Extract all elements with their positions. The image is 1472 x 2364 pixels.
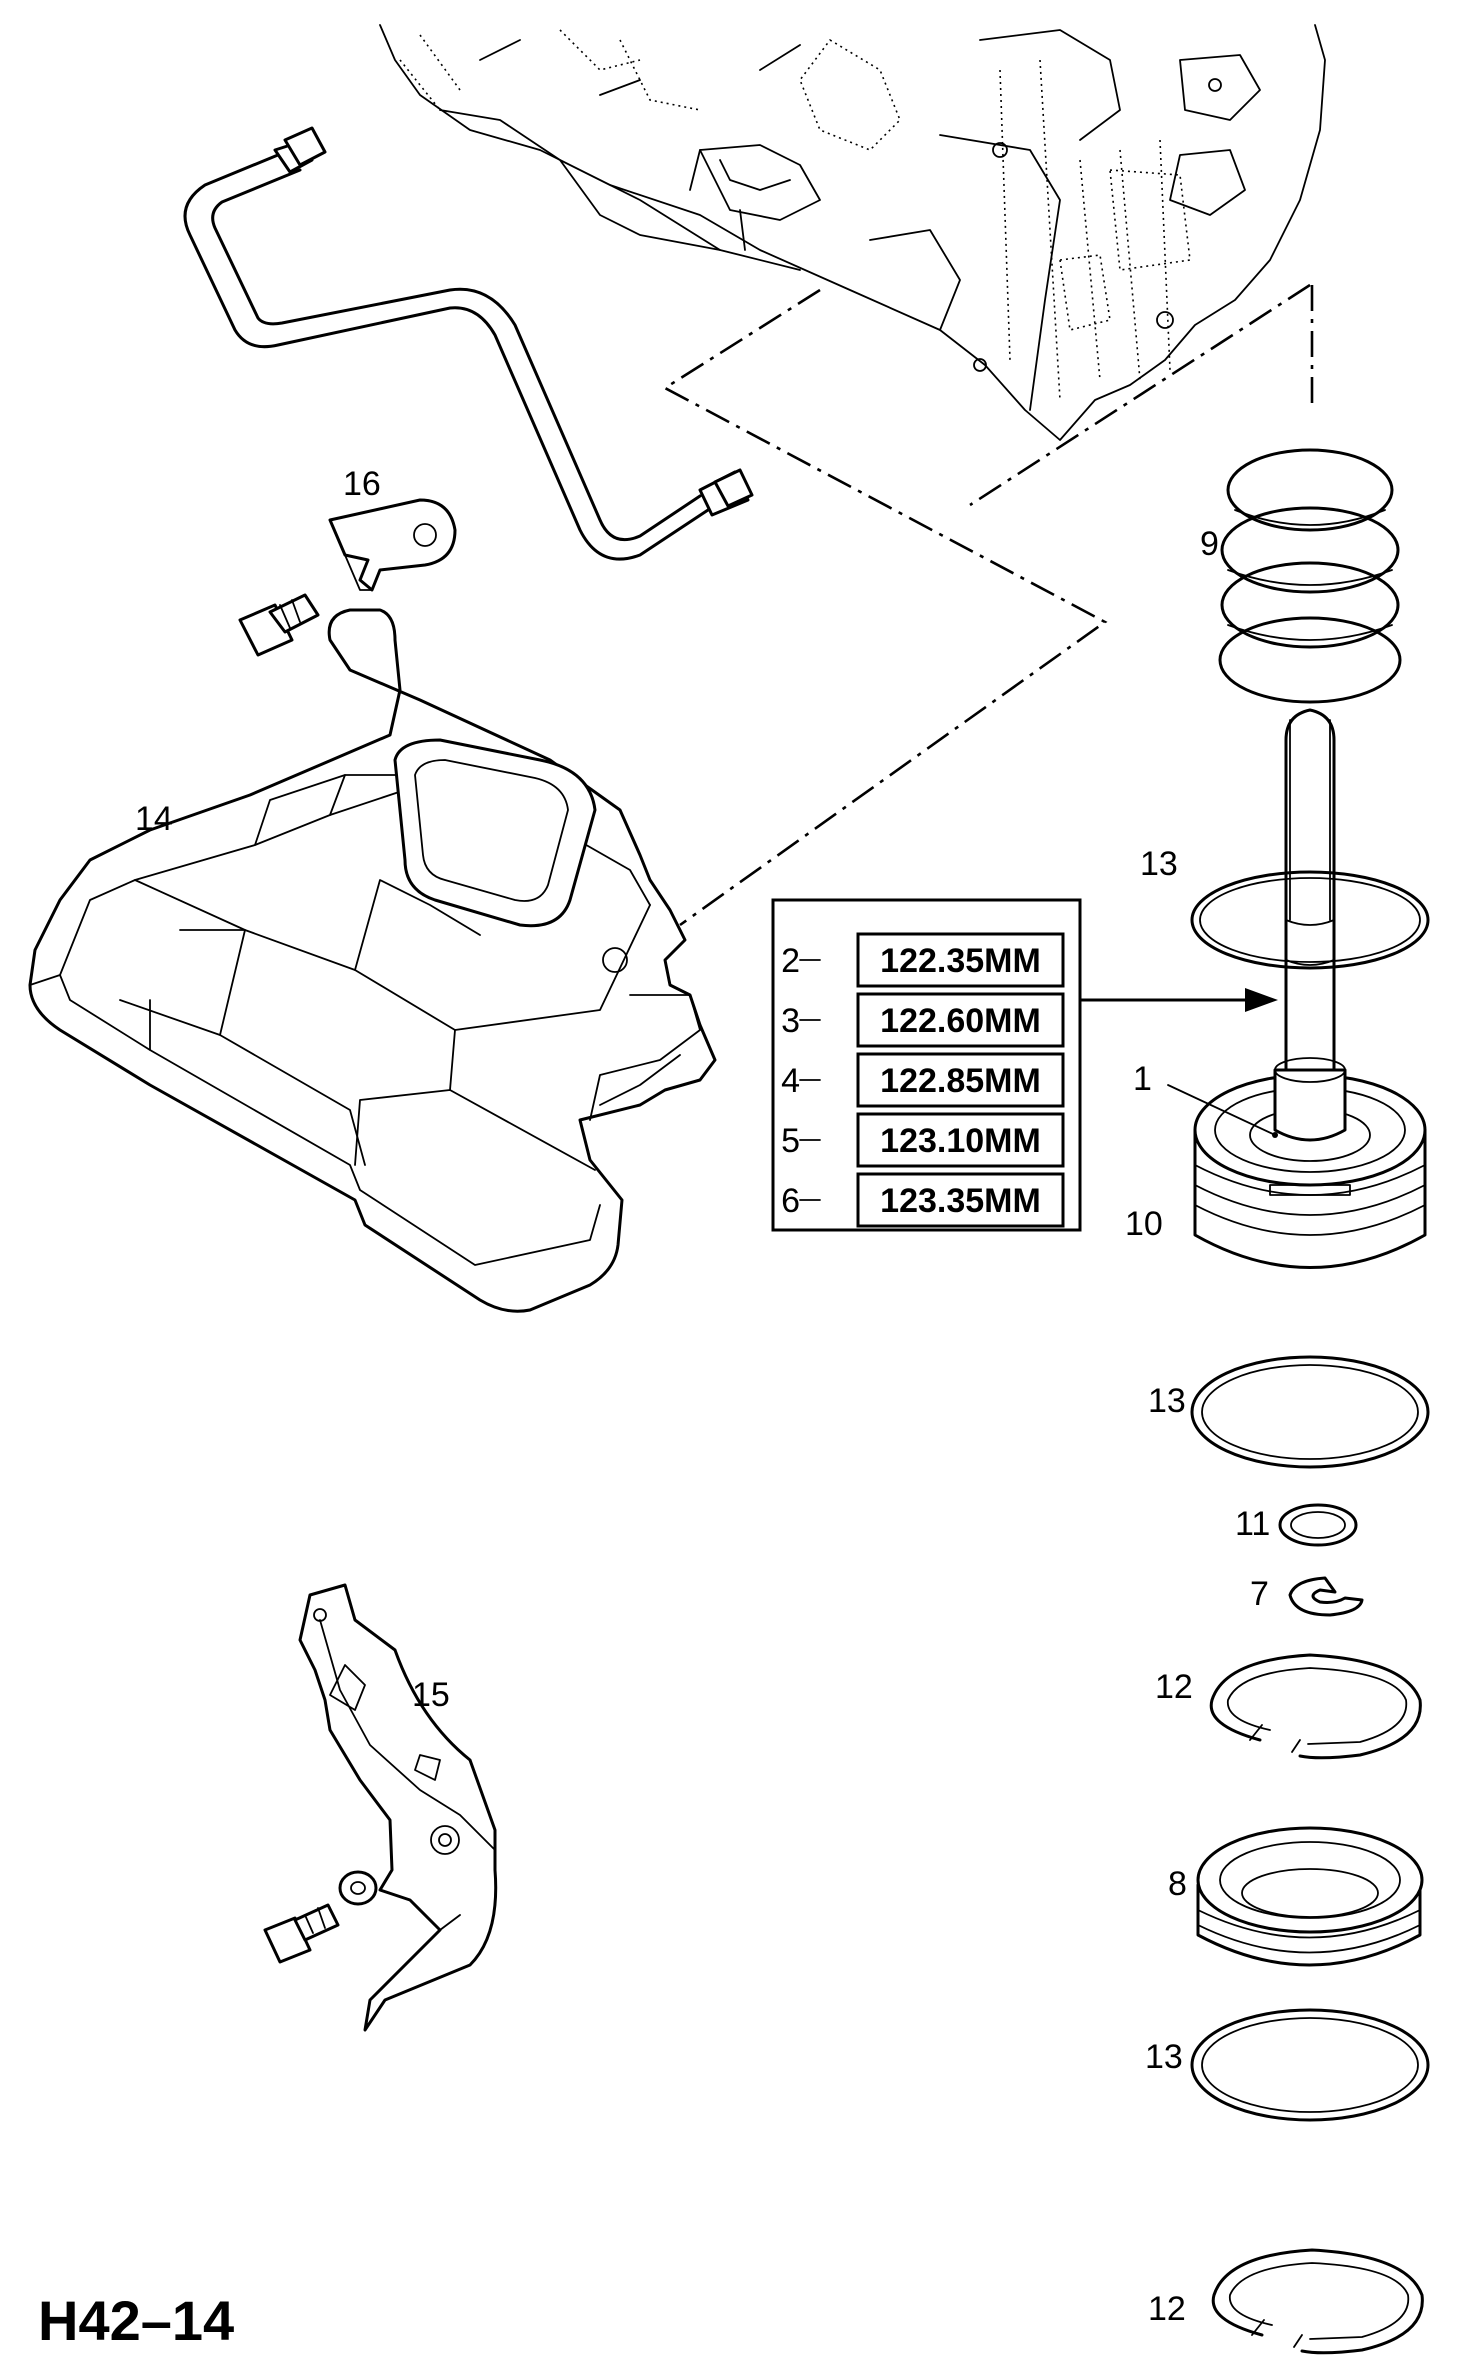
callout-labels: 16 14 15 9 13 1 10 13 11 7 12 8 13 12 — [135, 465, 1270, 2328]
size-row-box — [856, 1172, 1065, 1228]
callout-9: 9 — [1200, 525, 1219, 563]
oil-baffle — [263, 1583, 498, 2032]
pipe-clip — [328, 498, 457, 592]
callout-13-middle: 13 — [1148, 1382, 1186, 1420]
piston-cover — [1196, 1826, 1424, 1967]
table-index-ticks — [799, 959, 821, 1201]
o-ring-middle — [1190, 1355, 1430, 1469]
breather-pipe — [183, 126, 754, 561]
transmission-housing — [379, 24, 1326, 441]
size-row-value: 123.35MM — [880, 1182, 1041, 1220]
snap-ring-lower — [1211, 2248, 1424, 2355]
size-row-index: 6 — [781, 1182, 800, 1220]
callout-11: 11 — [1235, 1505, 1270, 1543]
size-row-box — [856, 1052, 1065, 1108]
callout-15: 15 — [412, 1676, 450, 1714]
callout-12-upper: 12 — [1155, 1668, 1193, 1706]
size-row-value: 122.85MM — [880, 1062, 1041, 1100]
part-1-leader — [1167, 1084, 1276, 1136]
callout-13-lower: 13 — [1145, 2038, 1183, 2076]
o-ring-upper — [1190, 870, 1430, 970]
size-row-value: 122.60MM — [880, 1002, 1041, 1040]
callout-16: 16 — [343, 465, 381, 503]
assembly-guide-lines — [662, 283, 1314, 927]
e-clip — [1288, 1576, 1364, 1617]
servo-piston — [1193, 1057, 1427, 1269]
oil-strainer — [28, 608, 717, 1313]
callout-13-upper: 13 — [1140, 845, 1178, 883]
callout-10: 10 — [1125, 1205, 1163, 1243]
callout-1: 1 — [1133, 1060, 1152, 1098]
callout-8: 8 — [1168, 1865, 1187, 1903]
piston-rod — [1284, 708, 1336, 1102]
snap-ring-upper — [1209, 1653, 1422, 1760]
size-row-index: 2 — [781, 942, 800, 980]
callout-14: 14 — [135, 800, 173, 838]
size-row-box — [856, 932, 1065, 988]
size-row-index: 3 — [781, 1002, 800, 1040]
size-row-index: 5 — [781, 1122, 800, 1160]
figure-code: H42–14 — [38, 2289, 234, 2352]
size-row-box — [856, 992, 1065, 1048]
filter-bolt — [238, 593, 320, 657]
size-row-index: 4 — [781, 1062, 800, 1100]
callout-12-lower: 12 — [1148, 2290, 1186, 2328]
table-pointer-arrow — [1078, 988, 1278, 1012]
size-row-box — [856, 1112, 1065, 1168]
piston-size-table: 2 122.35MM 3 122.60MM 4 122.85MM 5 123.10MM 6 123… — [771, 898, 1082, 1232]
o-ring-lower — [1190, 2008, 1430, 2122]
size-row-value: 123.10MM — [880, 1122, 1041, 1160]
callout-7: 7 — [1250, 1575, 1269, 1613]
size-row-value: 122.35MM — [880, 942, 1041, 980]
seal-ring — [1278, 1503, 1358, 1547]
piston-spring — [1218, 448, 1402, 704]
